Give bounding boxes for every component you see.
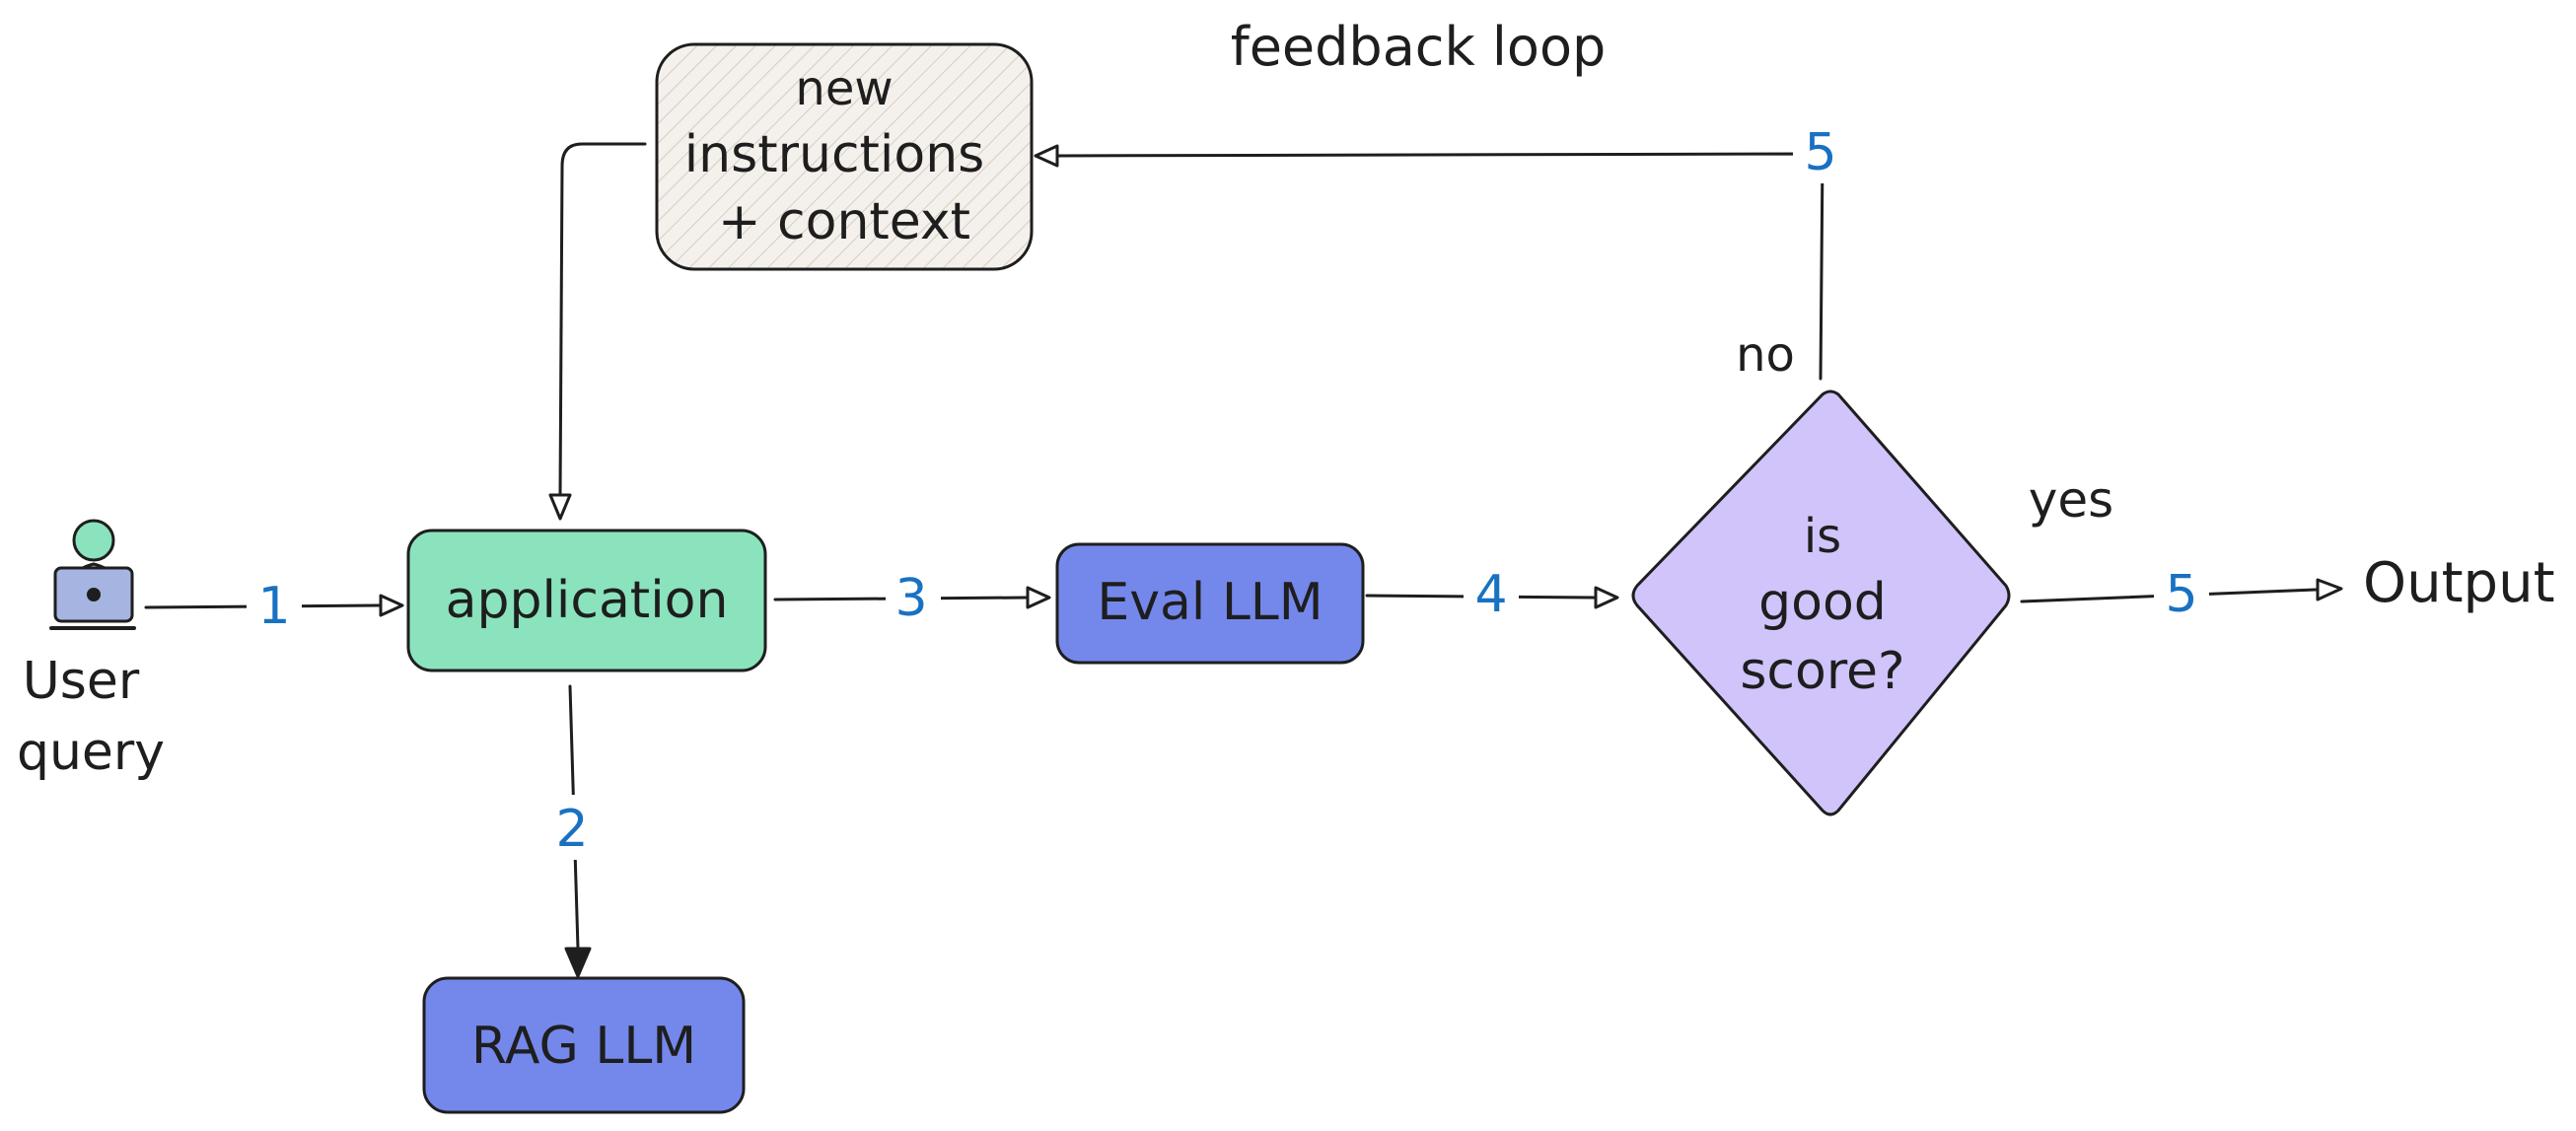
user-node: User query bbox=[17, 519, 165, 782]
decision-label-line2: good bbox=[1758, 573, 1887, 632]
step-1-label: 1 bbox=[257, 577, 290, 636]
new-instructions-line3: + context bbox=[718, 192, 970, 251]
user-laptop-icon bbox=[49, 519, 136, 630]
user-label-line2: query bbox=[17, 723, 165, 782]
eval-llm-label: Eval LLM bbox=[1097, 573, 1323, 632]
new-instructions-line2: instructions bbox=[684, 125, 985, 184]
no-label: no bbox=[1736, 327, 1795, 383]
application-node: application bbox=[406, 529, 767, 672]
user-label-line1: User bbox=[23, 652, 140, 711]
new-instructions-line1: new bbox=[795, 61, 893, 116]
output-label: Output bbox=[2363, 551, 2555, 615]
eval-llm-box bbox=[1055, 542, 1365, 665]
decision-label-line3: score? bbox=[1740, 642, 1904, 701]
rag-llm-label: RAG LLM bbox=[471, 1017, 696, 1076]
edge-decision-yes: 5 yes bbox=[2020, 471, 2343, 624]
step-2-label: 2 bbox=[555, 800, 588, 859]
edge-application-to-rag: 2 bbox=[548, 684, 596, 978]
new-instructions-box bbox=[655, 42, 1034, 271]
decision-node: is good score? bbox=[1631, 389, 2011, 816]
new-instructions-node: new instructions + context bbox=[655, 42, 1034, 271]
edge-decision-no: 5 no bbox=[1034, 120, 1848, 383]
yes-label: yes bbox=[2029, 471, 2113, 529]
rag-llm-box bbox=[422, 976, 746, 1114]
application-box bbox=[406, 529, 767, 672]
edge-user-to-application: 1 bbox=[144, 576, 404, 636]
edge-eval-to-decision: 4 bbox=[1365, 564, 1619, 624]
decision-diamond bbox=[1631, 389, 2011, 816]
step-5-no-label: 5 bbox=[1804, 123, 1836, 182]
edge-instructions-to-application bbox=[548, 142, 647, 521]
rag-llm-node: RAG LLM bbox=[422, 976, 746, 1114]
step-4-label: 4 bbox=[1474, 565, 1507, 624]
step-5-yes-label: 5 bbox=[2165, 565, 2197, 624]
application-label: application bbox=[446, 571, 729, 630]
step-3-label: 3 bbox=[894, 569, 927, 628]
eval-llm-node: Eval LLM bbox=[1055, 542, 1365, 665]
diagram-title: feedback loop bbox=[1231, 16, 1607, 78]
edge-application-to-eval: 3 bbox=[773, 568, 1051, 628]
decision-label-line1: is bbox=[1804, 509, 1841, 564]
